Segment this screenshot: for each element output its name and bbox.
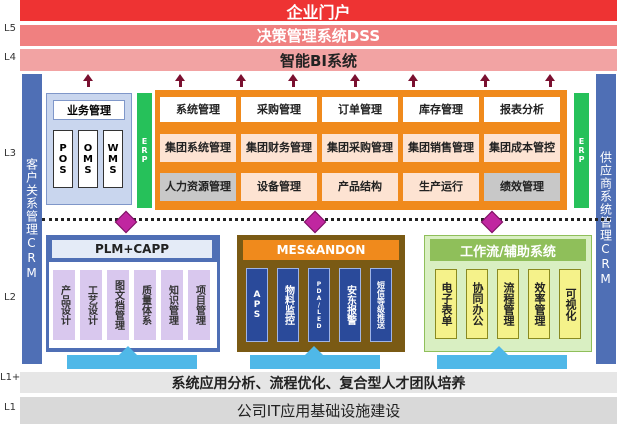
erp-cell: 库存管理 xyxy=(403,97,479,122)
business-management-box: 业务管理 POS OMS WMS xyxy=(46,93,132,205)
erp-cell: 集团成本管控 xyxy=(484,134,560,162)
erp-cell: 产品结构 xyxy=(322,173,398,201)
up-arrow-icon xyxy=(545,74,555,81)
up-arrow-icon xyxy=(236,74,246,81)
up-arrow-icon xyxy=(304,346,324,356)
support-bar xyxy=(437,355,567,369)
plm-item: 项目管理 xyxy=(188,270,210,340)
support-bar xyxy=(67,355,197,369)
erp-cell: 订单管理 xyxy=(322,97,398,122)
mes-andon-box: MES&ANDON APS 物料监控 PDA/LED 安东报警 短信等级推送 xyxy=(237,235,405,352)
enterprise-portal-band: 企业门户 xyxy=(20,0,617,22)
mes-item: 短信等级推送 xyxy=(370,268,392,342)
workflow-box: 工作流/辅助系统 电子表单 协同办公 流程管理 效率管理 可视化 xyxy=(424,235,592,352)
erp-cell: 报表分析 xyxy=(484,97,560,122)
plm-item: 图文档管理 xyxy=(107,270,129,340)
erp-cell: 集团系统管理 xyxy=(160,134,236,162)
up-arrow-icon xyxy=(350,74,360,81)
erp-panel: 系统管理 采购管理 订单管理 库存管理 报表分析 集团系统管理 集团财务管理 集… xyxy=(155,90,567,210)
erp-left-bar: ERP xyxy=(137,93,152,208)
mes-item: APS xyxy=(246,268,268,342)
plm-item: 质量体系 xyxy=(134,270,156,340)
mes-item: 安东报警 xyxy=(339,268,361,342)
double-arrow-icon xyxy=(114,210,138,234)
business-management-title: 业务管理 xyxy=(53,100,125,120)
up-arrow-icon xyxy=(408,74,418,81)
plm-item: 知识管理 xyxy=(161,270,183,340)
erp-cell: 集团财务管理 xyxy=(241,134,317,162)
workflow-item: 电子表单 xyxy=(435,269,457,339)
workflow-item: 流程管理 xyxy=(497,269,519,339)
l1-band: 公司IT应用基础设施建设 xyxy=(20,397,617,424)
erp-cell: 绩效管理 xyxy=(484,173,560,201)
plm-capp-panel: 产品设计 工艺设计 图文档管理 质量体系 知识管理 项目管理 xyxy=(49,262,217,348)
level-label-l3: L3 xyxy=(4,148,16,159)
up-arrow-icon xyxy=(83,74,93,81)
level-label-l1: L1 xyxy=(4,402,16,413)
level-label-l5: L5 xyxy=(4,23,16,34)
workflow-item: 可视化 xyxy=(559,269,581,339)
plm-item: 工艺设计 xyxy=(80,270,102,340)
up-arrow-icon xyxy=(489,346,509,356)
double-arrow-icon xyxy=(303,210,327,234)
plm-item: 产品设计 xyxy=(53,270,75,340)
double-arrow-icon xyxy=(480,210,504,234)
dss-band: 决策管理系统DSS xyxy=(20,25,617,46)
layer-divider xyxy=(42,218,610,221)
level-label-l4: L4 xyxy=(4,52,16,63)
mes-item: PDA/LED xyxy=(308,268,330,342)
up-arrow-icon xyxy=(175,74,185,81)
level-label-l1p: L1+ xyxy=(0,372,21,383)
workflow-item: 效率管理 xyxy=(528,269,550,339)
workflow-item: 协同办公 xyxy=(466,269,488,339)
plm-capp-title: PLM+CAPP xyxy=(52,240,212,258)
up-arrow-icon xyxy=(118,346,138,356)
level-label-l2: L2 xyxy=(4,292,16,303)
bi-band: 智能BI系统 xyxy=(20,49,617,71)
oms-box: OMS xyxy=(78,130,98,188)
wms-box: WMS xyxy=(103,130,123,188)
support-bar xyxy=(250,355,380,369)
erp-cell: 集团采购管理 xyxy=(322,134,398,162)
erp-cell: 人力资源管理 xyxy=(160,173,236,201)
pos-box: POS xyxy=(53,130,73,188)
crm-side-bar: 客户关系管理CRM xyxy=(22,74,42,364)
up-arrow-icon xyxy=(288,74,298,81)
erp-cell: 集团销售管理 xyxy=(403,134,479,162)
workflow-title: 工作流/辅助系统 xyxy=(430,239,586,261)
mes-item: 物料监控 xyxy=(277,268,299,342)
mes-andon-title: MES&ANDON xyxy=(243,240,399,260)
erp-cell: 生产运行 xyxy=(403,173,479,201)
up-arrow-icon xyxy=(480,74,490,81)
plm-capp-box: PLM+CAPP 产品设计 工艺设计 图文档管理 质量体系 知识管理 项目管理 xyxy=(46,235,220,352)
erp-cell: 设备管理 xyxy=(241,173,317,201)
erp-right-bar: ERP xyxy=(574,93,589,208)
erp-cell: 采购管理 xyxy=(241,97,317,122)
l1-plus-band: 系统应用分析、流程优化、复合型人才团队培养 xyxy=(20,372,617,393)
erp-cell: 系统管理 xyxy=(160,97,236,122)
